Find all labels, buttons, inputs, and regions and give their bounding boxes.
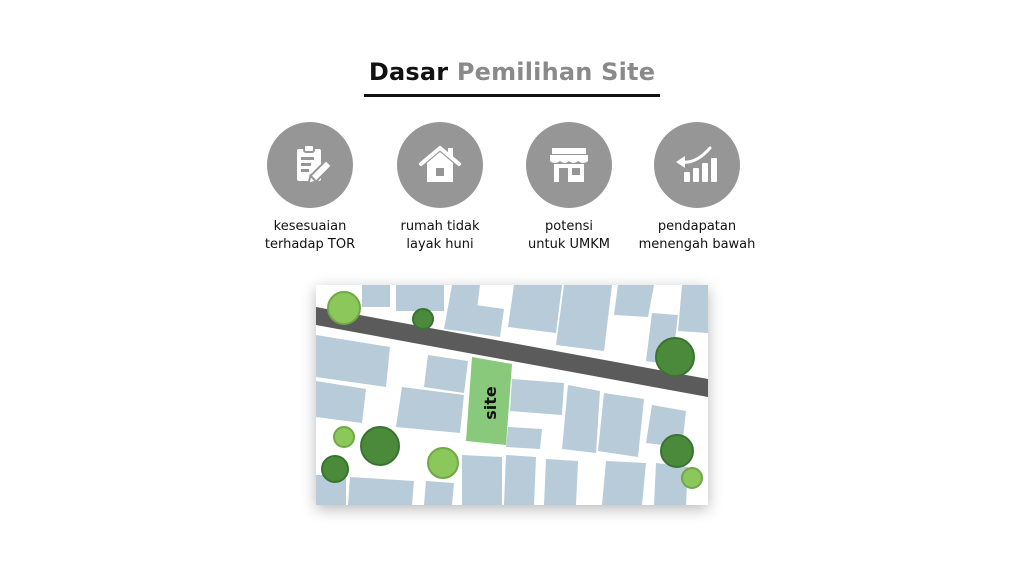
building	[348, 477, 414, 505]
label-line: kesesuaian	[273, 219, 347, 234]
building	[562, 385, 600, 453]
site-map: site	[316, 285, 708, 505]
label-line: rumah tidak	[400, 219, 480, 234]
tree	[321, 455, 349, 483]
label-line: menengah bawah	[638, 237, 756, 252]
building	[396, 285, 444, 311]
building	[614, 285, 654, 317]
building	[506, 427, 542, 449]
tree	[427, 447, 459, 479]
criterion-label: pendapatan menengah bawah	[612, 218, 782, 254]
clipboard-pencil-icon	[267, 122, 353, 208]
building	[444, 285, 480, 333]
building	[598, 393, 644, 457]
building	[424, 355, 468, 393]
criterion-umkm: potensi untuk UMKM	[484, 122, 654, 254]
label-line: potensi	[545, 219, 593, 234]
site-plot	[466, 357, 512, 445]
building	[472, 305, 504, 337]
tree	[412, 308, 434, 330]
site-label: site	[481, 386, 500, 420]
building	[508, 285, 562, 333]
building	[678, 285, 708, 333]
building	[316, 381, 366, 423]
house-icon	[397, 122, 483, 208]
label-line: pendapatan	[657, 219, 737, 234]
criterion-label: kesesuaian terhadap TOR	[225, 218, 395, 254]
shop-icon	[526, 122, 612, 208]
building	[424, 481, 454, 505]
building	[544, 459, 578, 505]
site-map-canvas: site	[316, 285, 708, 505]
criterion-label: potensi untuk UMKM	[484, 218, 654, 254]
label-line: terhadap TOR	[264, 237, 356, 252]
tree	[655, 337, 695, 377]
label-line: untuk UMKM	[528, 237, 610, 252]
title-underline	[364, 94, 660, 97]
tree	[360, 426, 400, 466]
building	[602, 461, 646, 505]
criterion-label: rumah tidak layak huni	[355, 218, 525, 254]
road	[316, 307, 708, 397]
tree	[681, 467, 703, 489]
label-line: layak huni	[406, 237, 474, 252]
criterion-income: pendapatan menengah bawah	[612, 122, 782, 254]
building	[654, 463, 688, 505]
title-grey-part: Pemilihan Site	[456, 58, 656, 86]
criterion-tor: kesesuaian terhadap TOR	[225, 122, 395, 254]
title-dark-part: Dasar	[368, 58, 449, 86]
tree	[327, 291, 361, 325]
building	[504, 455, 536, 505]
tree	[333, 426, 355, 448]
building	[462, 455, 502, 505]
tree	[660, 434, 694, 468]
building	[556, 285, 612, 351]
income-chart-icon	[654, 122, 740, 208]
criterion-housing: rumah tidak layak huni	[355, 122, 525, 254]
building	[316, 335, 390, 387]
page-title: Dasar Pemilihan Site	[0, 58, 1024, 86]
building	[362, 285, 390, 307]
building	[510, 379, 564, 415]
building	[396, 387, 464, 433]
